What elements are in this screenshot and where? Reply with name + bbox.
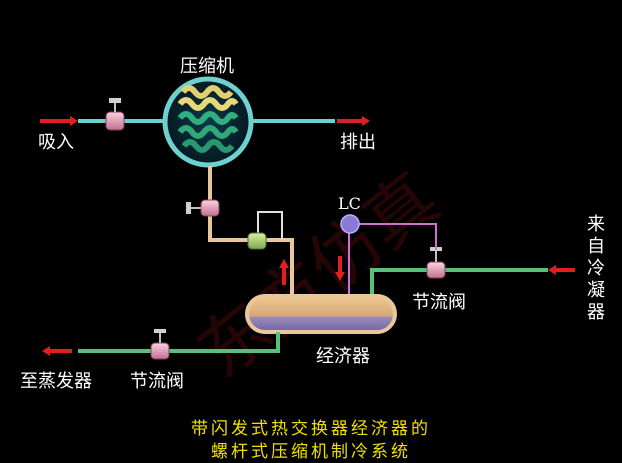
left-throttle-valve-icon <box>150 329 170 360</box>
compressor-label: 压缩机 <box>180 56 234 77</box>
discharge-label: 排出 <box>340 132 376 153</box>
pressure-control-valve-icon <box>247 211 283 250</box>
lc-signal-line <box>348 223 437 306</box>
caption-line-2: 螺杆式压缩机制冷系统 <box>211 442 411 462</box>
evaporator-outlet-arrow-icon <box>42 346 72 356</box>
left-throttle-label: 节流阀 <box>130 371 184 392</box>
caption-line-1: 带闪发式热交换器经济器的 <box>191 419 431 439</box>
level-controller-icon <box>340 214 360 234</box>
economizer-tank-icon <box>245 294 397 334</box>
condenser-inlet-arrow-icon <box>548 265 575 275</box>
condenser-inlet-pipe <box>370 268 548 298</box>
right-throttle-valve-icon <box>426 247 446 279</box>
evaporator-outlet-pipe <box>78 332 280 353</box>
economizer-label: 经济器 <box>316 346 370 367</box>
suction-arrow-icon <box>40 116 78 126</box>
economizer-vapor-valve-icon <box>186 199 220 217</box>
compressor-icon <box>162 76 254 168</box>
lc-label: LC <box>338 194 361 213</box>
right-throttle-label: 节流阀 <box>412 292 466 313</box>
liquid-flow-arrow-icon <box>335 256 345 281</box>
discharge-arrow-icon <box>337 116 370 126</box>
vapor-flow-arrow-icon <box>279 259 289 285</box>
from-condenser-label: 来自冷凝器 <box>587 214 605 323</box>
to-evaporator-label: 至蒸发器 <box>20 371 92 392</box>
suction-valve-icon <box>105 98 125 131</box>
suction-label: 吸入 <box>38 132 74 153</box>
